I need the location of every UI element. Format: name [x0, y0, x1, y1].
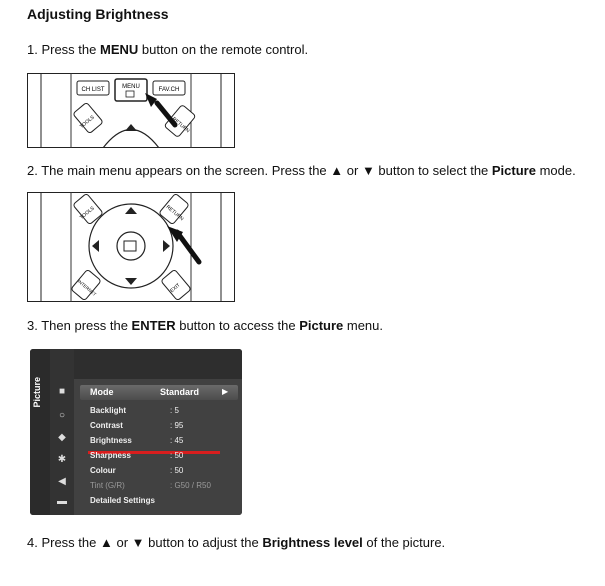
row-value: : G50 / R50: [170, 481, 211, 490]
favch-button[interactable]: [152, 80, 186, 96]
setup-icon[interactable]: ✱: [57, 454, 67, 465]
menu-row-contrast[interactable]: Contrast : 95: [90, 421, 240, 435]
down-arrow-icon[interactable]: [125, 278, 137, 285]
enter-keyword: ENTER: [131, 318, 176, 333]
row-value: : 5: [170, 406, 179, 415]
row-label: Tint (G/R): [90, 481, 125, 490]
picture-keyword: Picture: [299, 318, 344, 333]
chlist-label: CH LIST: [81, 87, 104, 93]
menu-icon: [125, 90, 135, 98]
down-arrow-glyph: ▼: [361, 163, 375, 178]
menu-button[interactable]: [114, 78, 148, 102]
channel-icon[interactable]: ◆: [58, 432, 66, 443]
menu-row-colour[interactable]: Colour : 50: [90, 466, 240, 480]
right-arrow-icon[interactable]: [163, 240, 170, 252]
up-arrow-glyph: ▲: [330, 163, 344, 178]
chevron-right-icon: ▶: [222, 387, 229, 396]
picture-icon[interactable]: ■: [58, 386, 66, 397]
pointer-arrow-icon: [154, 100, 178, 128]
step-3: 3. Then press the ENTER button to access…: [27, 318, 384, 333]
remote-illustration-dpad: TOOLS RETURN INTERNET EXIT: [27, 192, 235, 302]
menu-row-sharpness[interactable]: Sharpness : 50: [90, 451, 240, 465]
return-button[interactable]: RETURN: [164, 104, 196, 137]
enter-button[interactable]: [116, 231, 146, 261]
enter-icon: [123, 240, 137, 252]
row-label: Detailed Settings: [90, 496, 155, 505]
menu-header-bar: [74, 349, 242, 379]
menu-row-backlight[interactable]: Backlight : 5: [90, 406, 240, 420]
application-icon[interactable]: ▬: [57, 496, 67, 507]
chlist-button[interactable]: [76, 80, 110, 96]
menu-sidebar: Picture: [30, 349, 50, 515]
tools-button[interactable]: TOOLS: [73, 102, 104, 134]
up-arrow-icon[interactable]: [125, 207, 137, 214]
menu-icon-column: ■ ○ ◆ ✱ ◀ ▬: [50, 349, 74, 515]
row-label: Sharpness: [90, 451, 131, 460]
menu-keyword: MENU: [99, 42, 139, 57]
tv-picture-menu: Picture ■ ○ ◆ ✱ ◀ ▬ Mode Standard ▶ Back…: [30, 349, 242, 515]
row-label: Colour: [90, 466, 116, 475]
menu-content: Mode Standard ▶ Backlight : 5 Contrast :…: [74, 349, 242, 515]
brightness-level-keyword: Brightness level: [262, 535, 363, 550]
row-label: Contrast: [90, 421, 123, 430]
mode-label: Mode: [90, 387, 114, 397]
step-2: 2. The main menu appears on the screen. …: [27, 163, 576, 178]
menu-category-label: Picture: [32, 377, 42, 408]
mode-value: Standard: [160, 387, 200, 397]
menu-row-tint: Tint (G/R) : G50 / R50: [90, 481, 240, 495]
menu-label: MENU: [122, 84, 140, 90]
row-value: : 95: [170, 421, 184, 430]
tools-button[interactable]: TOOLS: [73, 193, 104, 225]
up-arrow-icon[interactable]: [125, 124, 137, 131]
return-button[interactable]: RETURN: [159, 193, 190, 225]
row-value: : 45: [170, 436, 184, 445]
page-title: Adjusting Brightness: [27, 6, 169, 22]
menu-row-detailed-settings[interactable]: Detailed Settings: [90, 496, 240, 510]
brightness-highlight-underline: [88, 451, 220, 454]
exit-label: EXIT: [169, 282, 181, 294]
menu-row-brightness[interactable]: Brightness : 45: [90, 436, 240, 450]
sound-icon[interactable]: ○: [58, 410, 66, 421]
exit-button[interactable]: EXIT: [161, 269, 192, 301]
pointer-arrowhead-icon: [167, 226, 183, 242]
row-value: : 50: [170, 451, 184, 460]
pointer-arrow-icon: [174, 229, 202, 265]
pointer-arrowhead-icon: [145, 93, 157, 107]
row-label: Brightness: [90, 436, 132, 445]
row-value: : 50: [170, 466, 184, 475]
input-icon[interactable]: ◀: [58, 476, 66, 487]
left-arrow-icon[interactable]: [92, 240, 99, 252]
step-4: 4. Press the ▲ or ▼ button to adjust the…: [27, 535, 446, 550]
mode-row[interactable]: Mode Standard ▶: [80, 385, 238, 400]
row-label: Backlight: [90, 406, 127, 415]
internet-button[interactable]: INTERNET: [71, 269, 102, 301]
picture-keyword: Picture: [491, 163, 536, 178]
step-1: 1. Press the MENU button on the remote c…: [27, 42, 309, 57]
down-arrow-glyph: ▼: [131, 535, 145, 550]
up-arrow-glyph: ▲: [99, 535, 113, 550]
remote-illustration-menu: CH LIST MENU FAV.CH TOOLS RETURN: [27, 73, 235, 148]
favch-label: FAV.CH: [159, 87, 180, 93]
